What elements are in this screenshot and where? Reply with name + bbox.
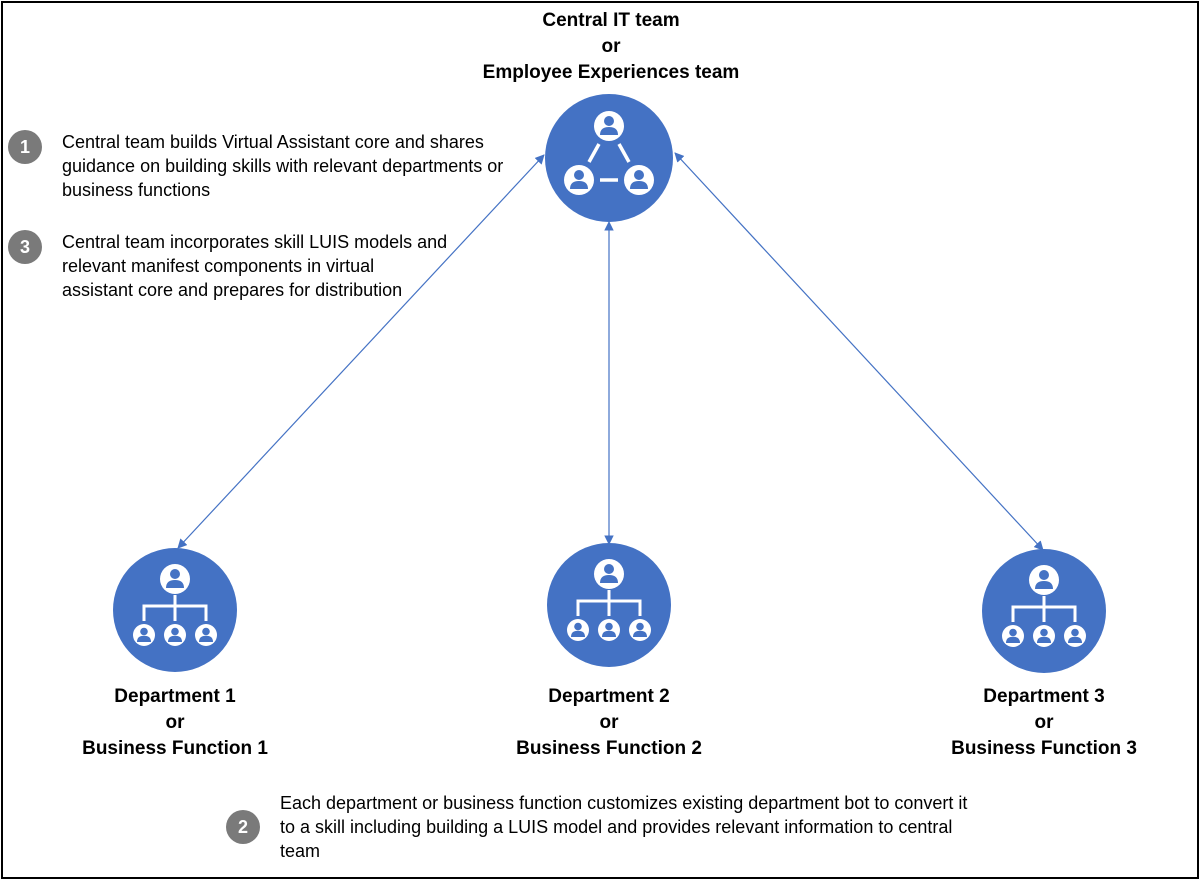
org-chart-icon (1002, 565, 1086, 647)
arrow-central-to-dept1 (177, 154, 545, 549)
department-2-line3: Business Function 2 (516, 738, 702, 759)
org-chart-icon (567, 559, 651, 641)
central-team-node (545, 94, 673, 222)
central-team-title-line3: Employee Experiences team (482, 62, 740, 83)
department-3-line2: or (1034, 712, 1054, 733)
central-team-title-line2: or (601, 36, 621, 57)
department-1-line2: or (165, 712, 185, 733)
department-3-line1: Department 3 (983, 686, 1105, 707)
department-node-2 (547, 543, 671, 667)
step-1-number-badge: 1 (8, 130, 42, 164)
step-1-text: Central team builds Virtual Assistant co… (62, 132, 504, 200)
department-node-3 (982, 549, 1106, 673)
department-2-label: Department 2 or Business Function 2 (489, 684, 729, 762)
department-1-label: Department 1 or Business Function 1 (55, 684, 295, 762)
step-2-text: Each department or business function cus… (280, 793, 968, 861)
central-team-title-line1: Central IT team (542, 10, 680, 31)
step-2-number-badge: 2 (226, 810, 260, 844)
department-2-line2: or (599, 712, 619, 733)
department-3-label: Department 3 or Business Function 3 (924, 684, 1164, 762)
team-collaboration-icon (564, 111, 654, 195)
step-2: 2 Each department or business function c… (226, 791, 986, 863)
step-1: 1 Central team builds Virtual Assistant … (8, 130, 528, 202)
org-chart-icon (133, 564, 217, 646)
department-node-1 (113, 548, 237, 672)
step-3-number-badge: 3 (8, 230, 42, 264)
department-1-line1: Department 1 (114, 686, 236, 707)
central-team-label: Central IT team or Employee Experiences … (430, 8, 792, 86)
step-3: 3 Central team incorporates skill LUIS m… (8, 230, 448, 302)
department-1-line3: Business Function 1 (82, 738, 268, 759)
department-3-line3: Business Function 3 (951, 738, 1137, 759)
step-3-text: Central team incorporates skill LUIS mod… (62, 232, 448, 300)
department-2-line1: Department 2 (548, 686, 670, 707)
arrow-central-to-dept3 (674, 152, 1044, 551)
